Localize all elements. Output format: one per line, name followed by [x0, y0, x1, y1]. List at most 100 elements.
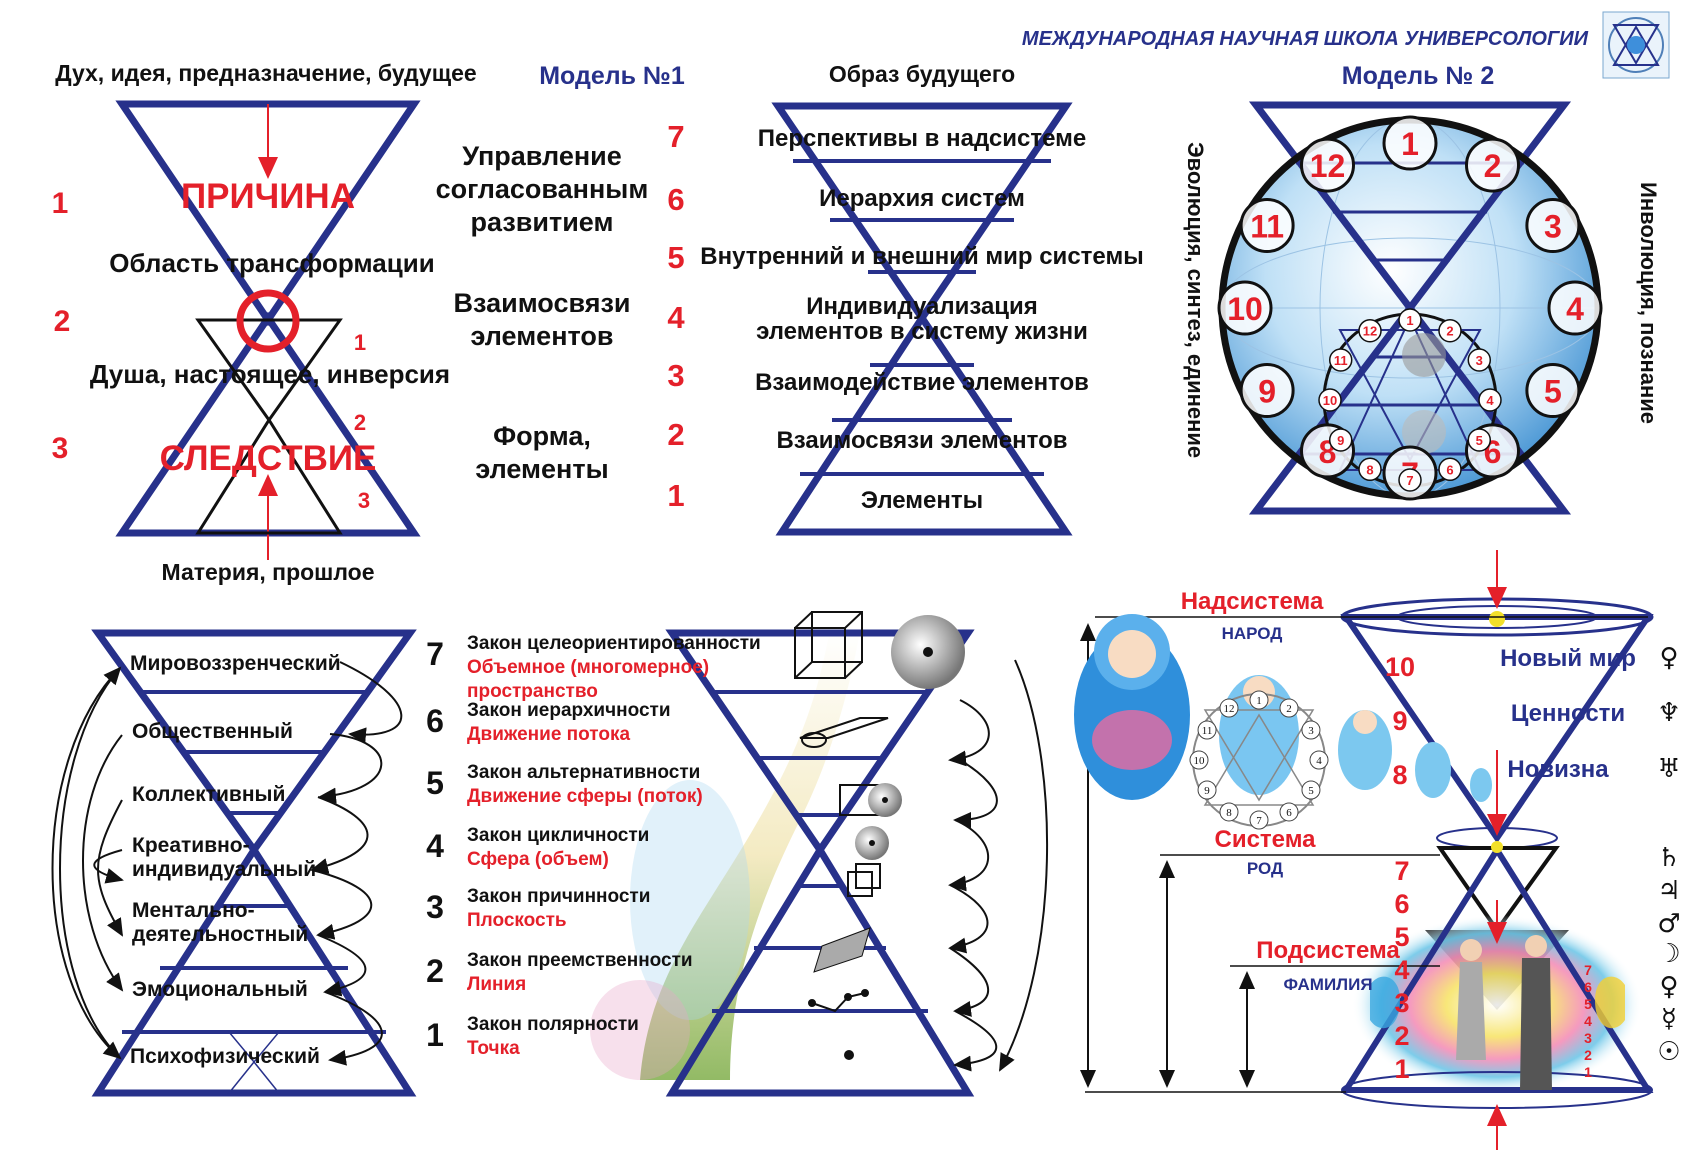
level-label: Индивидуализация [806, 293, 1038, 320]
planet-symbol-icon: ♂ [1657, 909, 1680, 939]
planet-symbol-icon: ♃ [1657, 876, 1680, 906]
doll-ring-number: 2 [1286, 703, 1292, 715]
outer-ring-number: 2 [1484, 148, 1502, 184]
group-label: развитием [471, 207, 614, 237]
planet-symbol-icon: ☽ [1657, 939, 1680, 969]
planet-symbol-icon: ♀ [1659, 972, 1678, 1002]
inner-ring-number: 2 [1446, 324, 1453, 339]
inner-ring-number: 5 [1476, 433, 1483, 448]
inner-ring-number: 4 [1486, 393, 1494, 408]
outer-ring-number: 4 [1566, 291, 1584, 327]
planet-symbol-icon: ☿ [1661, 1004, 1677, 1034]
level-label: Взаимодействие элементов [755, 369, 1089, 396]
left-vertical-label: Эволюция, синтез, единение [1183, 142, 1208, 458]
novelty-label: Новизна [1507, 756, 1609, 783]
system-level-number: 7 [1394, 856, 1409, 886]
red-number: 10 [1385, 652, 1415, 682]
levels-diagram [91, 629, 417, 1097]
level-number: 6 [667, 182, 684, 217]
model1-left-number: 2 [54, 305, 71, 338]
doll-ring-number: 10 [1194, 755, 1206, 767]
level-name: Общественный [132, 720, 293, 743]
law-form: Движение потока [467, 724, 630, 745]
level-label: Элементы [861, 487, 983, 514]
system-level-number: 5 [1394, 922, 1409, 952]
model1-title: Модель №1 [539, 62, 685, 90]
group-label: Форма, [493, 421, 591, 451]
doll-ring-number: 4 [1316, 755, 1322, 767]
outer-ring-circle [1300, 137, 1355, 193]
outer-ring-circle [1525, 198, 1581, 253]
law-form: Линия [467, 974, 526, 995]
sphere-flow-icon [839, 783, 902, 817]
planet-symbol-icon: ♆ [1657, 698, 1680, 728]
law-form: пространство [467, 681, 598, 702]
law-number: 4 [426, 828, 444, 864]
doll-ring-circle [1219, 698, 1239, 718]
line-icon [808, 989, 869, 1013]
inner-ring-circle [1328, 348, 1353, 372]
law-number: 5 [426, 765, 444, 801]
doll-ring-number: 11 [1202, 725, 1213, 737]
doll-ring-number: 9 [1204, 785, 1210, 797]
law-form: Объемное (многомерное) [467, 657, 709, 678]
law-name: Закон целеориентированности [467, 633, 761, 654]
level-label: Внутренний и внешний мир системы [700, 243, 1143, 270]
doll-ring-number: 6 [1286, 807, 1292, 819]
planet-symbol-icon: ♄ [1657, 843, 1680, 873]
level-label: Иерархия систем [819, 185, 1025, 212]
couple-image [1370, 935, 1625, 1090]
outer-ring-circle [1547, 280, 1603, 336]
doll-ring-circle [1309, 750, 1329, 770]
doll-ring-circle [1189, 750, 1209, 770]
outer-ring-number: 12 [1310, 148, 1346, 184]
level-number: 4 [667, 300, 685, 335]
inner-ring-circle [1328, 428, 1353, 452]
level-name: Эмоциональный [132, 978, 308, 1001]
law-form: Точка [467, 1038, 520, 1059]
inner-ring-number: 6 [1446, 462, 1453, 477]
planet-symbol-icon: ☉ [1657, 1037, 1680, 1067]
inner-ring-number: 3 [1476, 353, 1483, 368]
matryoshka-dolls-image [1074, 614, 1492, 827]
law-form: Движение сферы (поток) [467, 786, 703, 807]
system-level-number: 1 [1394, 1054, 1409, 1084]
family-label: ФАМИЛИЯ [1283, 975, 1372, 994]
law-name: Закон полярности [467, 1014, 639, 1035]
system-level-number: 4 [1394, 955, 1409, 985]
level-name: Мировоззренческий [130, 652, 341, 675]
people-label: НАРОД [1222, 624, 1283, 643]
doll-ring-number: 1 [1256, 695, 1262, 707]
outer-ring-number: 9 [1258, 374, 1276, 410]
doll-ring-number: 8 [1226, 807, 1232, 819]
inner-ring-circle [1438, 318, 1462, 343]
level-label: Перспективы в надсистеме [758, 125, 1086, 152]
future-title: Образ будущего [829, 61, 1015, 87]
law-number: 6 [426, 703, 444, 739]
soul-label: Душа, настоящее, инверсия [90, 359, 450, 389]
inner-ring-number: 10 [1323, 393, 1337, 408]
level-number: 5 [667, 240, 684, 275]
law-connection-arrows [948, 659, 1049, 1072]
model1-left-number: 3 [52, 432, 69, 465]
doll-ring-circle [1279, 802, 1299, 822]
group-label: Управление [462, 141, 622, 171]
level-number: 1 [667, 478, 684, 513]
outer-ring-number: 11 [1250, 209, 1284, 245]
group-label: согласованным [436, 174, 649, 204]
outer-ring-number: 10 [1227, 291, 1263, 327]
cause-label: ПРИЧИНА [181, 177, 355, 216]
planet-symbol-icon: ♅ [1657, 754, 1680, 784]
outer-ring-number: 1 [1401, 126, 1419, 162]
system-level-number: 6 [1394, 889, 1409, 919]
doll-ring-circle [1279, 698, 1299, 718]
red-number: 8 [1392, 760, 1407, 790]
outer-ring-circle [1239, 363, 1295, 418]
inner-ring-number: 7 [1406, 473, 1413, 488]
laws-hourglass [665, 629, 975, 1097]
right-vertical-label: Инволюция, познание [1636, 182, 1661, 424]
subsystem-label: Подсистема [1256, 937, 1400, 964]
level-connection-arrows [51, 661, 403, 1066]
model1-bottom-label: Материя, прошлое [162, 559, 375, 585]
